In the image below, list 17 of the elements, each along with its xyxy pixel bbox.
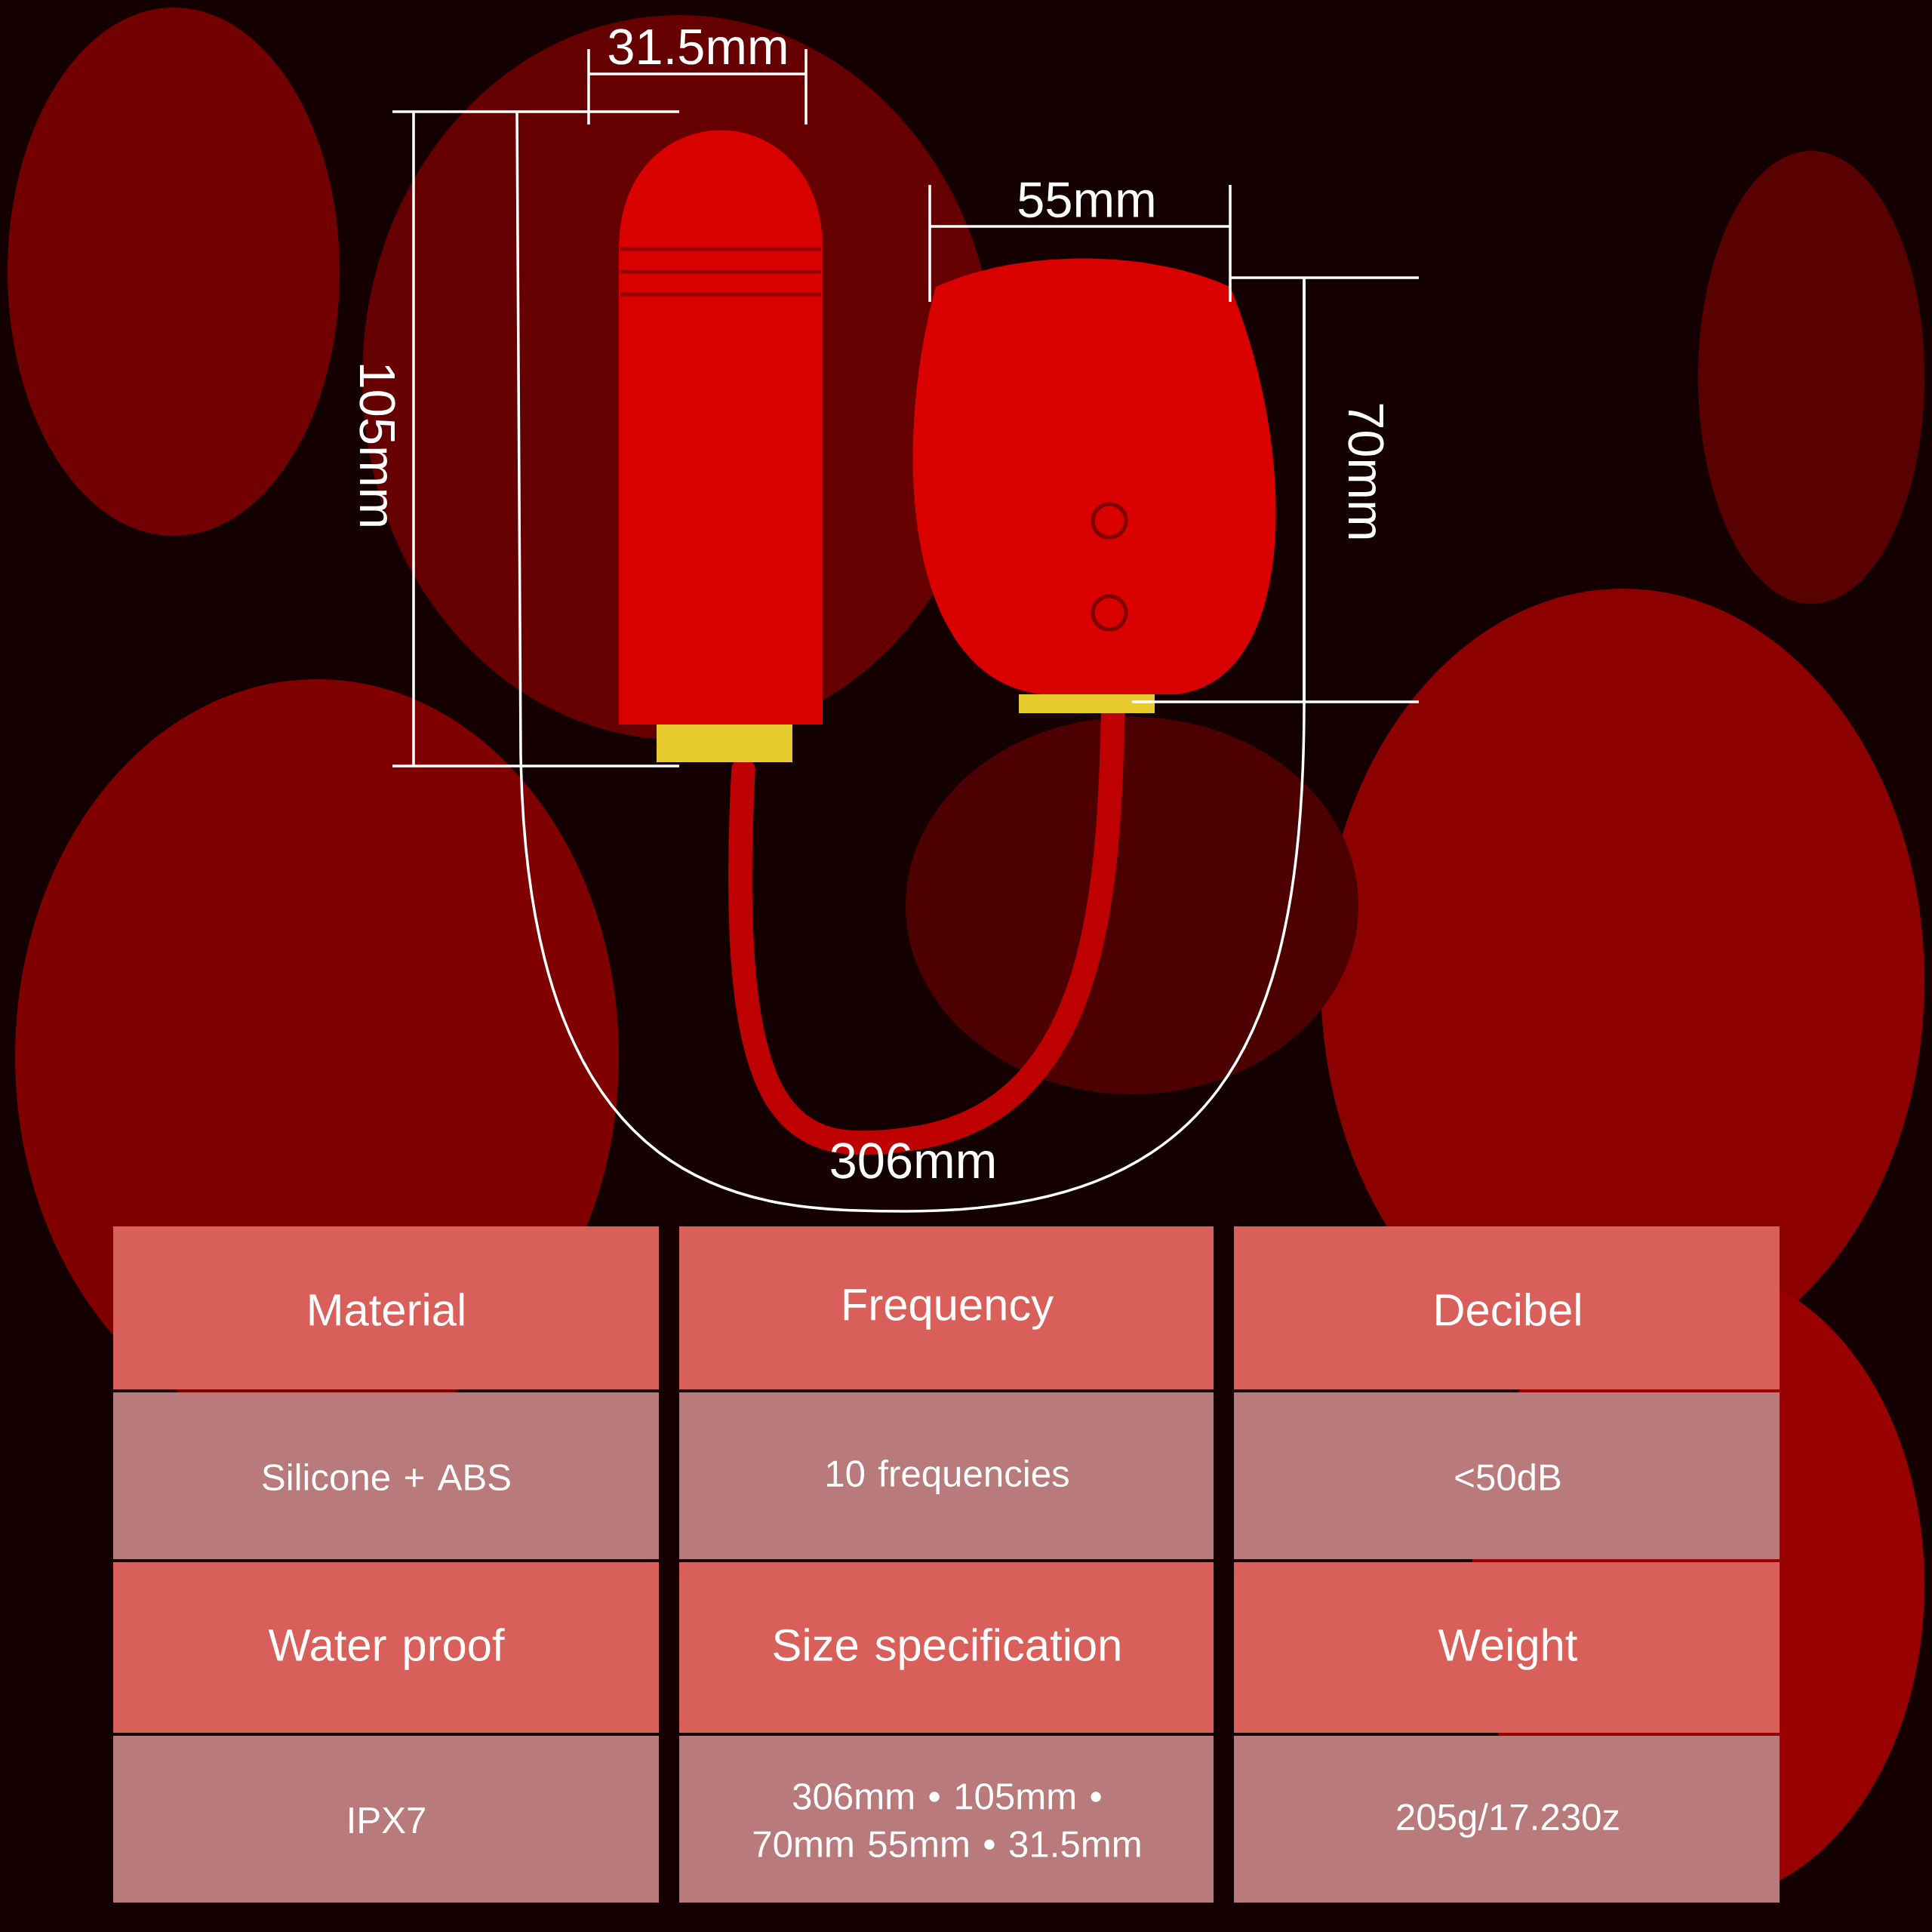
- table-cell: <50dB: [1234, 1392, 1780, 1559]
- table-cell: Weight: [1234, 1562, 1780, 1733]
- table-cell: Decibel: [1234, 1226, 1780, 1389]
- table-cell: IPX7: [113, 1736, 659, 1903]
- table-cell: Material: [113, 1226, 659, 1389]
- dimension-label: 70mm: [1348, 404, 1384, 539]
- table-cell: 10 frequencies: [679, 1392, 1214, 1559]
- table-cell: Silicone + ABS: [113, 1392, 659, 1559]
- table-cell: 205g/17.230z: [1234, 1736, 1780, 1903]
- dimension-label: 306mm: [831, 1143, 994, 1179]
- dimension-label: 31.5mm: [608, 29, 786, 65]
- table-cell: Frequency: [679, 1226, 1214, 1389]
- table-cell: Water proof: [113, 1562, 659, 1733]
- table-cell: 306mm • 105mm • 70mm 55mm • 31.5mm: [679, 1736, 1214, 1903]
- dimension-label: 55mm: [1018, 182, 1154, 218]
- dimension-label: 105mm: [359, 365, 395, 526]
- table-cell: Size specification: [679, 1562, 1214, 1733]
